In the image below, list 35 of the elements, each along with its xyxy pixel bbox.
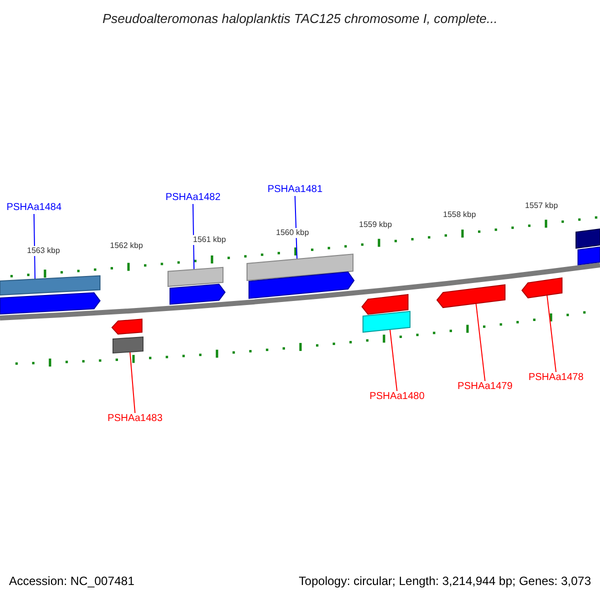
tick-label: 1558 kbp: [443, 210, 476, 220]
gene-bar: [168, 266, 224, 287]
leader-line: [546, 294, 556, 372]
tick-label: 1557 kbp: [525, 201, 558, 211]
tick-label: 1562 kbp: [110, 241, 143, 251]
gene-bar: [436, 284, 506, 308]
gene-bar: [521, 277, 562, 298]
gene-bar: [0, 292, 101, 315]
accession-text: Accession: NC_007481: [9, 574, 134, 589]
gene-bar: [0, 275, 100, 296]
gene-bar: [248, 272, 355, 299]
summary-text: Topology: circular; Length: 3,214,944 bp; Genes: 3,073: [298, 574, 591, 589]
gene-label: PSHAa1482: [164, 192, 222, 204]
tick-label: 1559 kbp: [359, 220, 392, 230]
leader-line: [130, 351, 136, 414]
gene-label: PSHAa1479: [456, 381, 514, 393]
gene-label: PSHAa1484: [5, 202, 63, 214]
gene-bar: [576, 228, 600, 249]
gene-label: PSHAa1483: [106, 413, 164, 425]
title: Pseudoalteromonas haloplanktis TAC125 chromosome I, complete...: [101, 10, 498, 28]
gene-bar: [246, 254, 354, 282]
gene-bar: [111, 318, 142, 335]
gene-bar: [578, 246, 600, 266]
gene-bar: [112, 336, 144, 354]
leader-line: [476, 302, 486, 382]
gene-label: PSHAa1478: [527, 372, 585, 384]
tick-label: 1563 kbp: [27, 246, 60, 256]
gene-bar: [170, 284, 226, 305]
tick-label: 1560 kbp: [276, 228, 309, 238]
gene-bar: [362, 310, 410, 333]
gene-label: PSHAa1481: [266, 184, 324, 196]
tick-label: 1561 kbp: [193, 235, 226, 245]
gene-label: PSHAa1480: [368, 391, 426, 403]
gene-bar: [361, 294, 408, 315]
leader-line: [390, 328, 398, 392]
